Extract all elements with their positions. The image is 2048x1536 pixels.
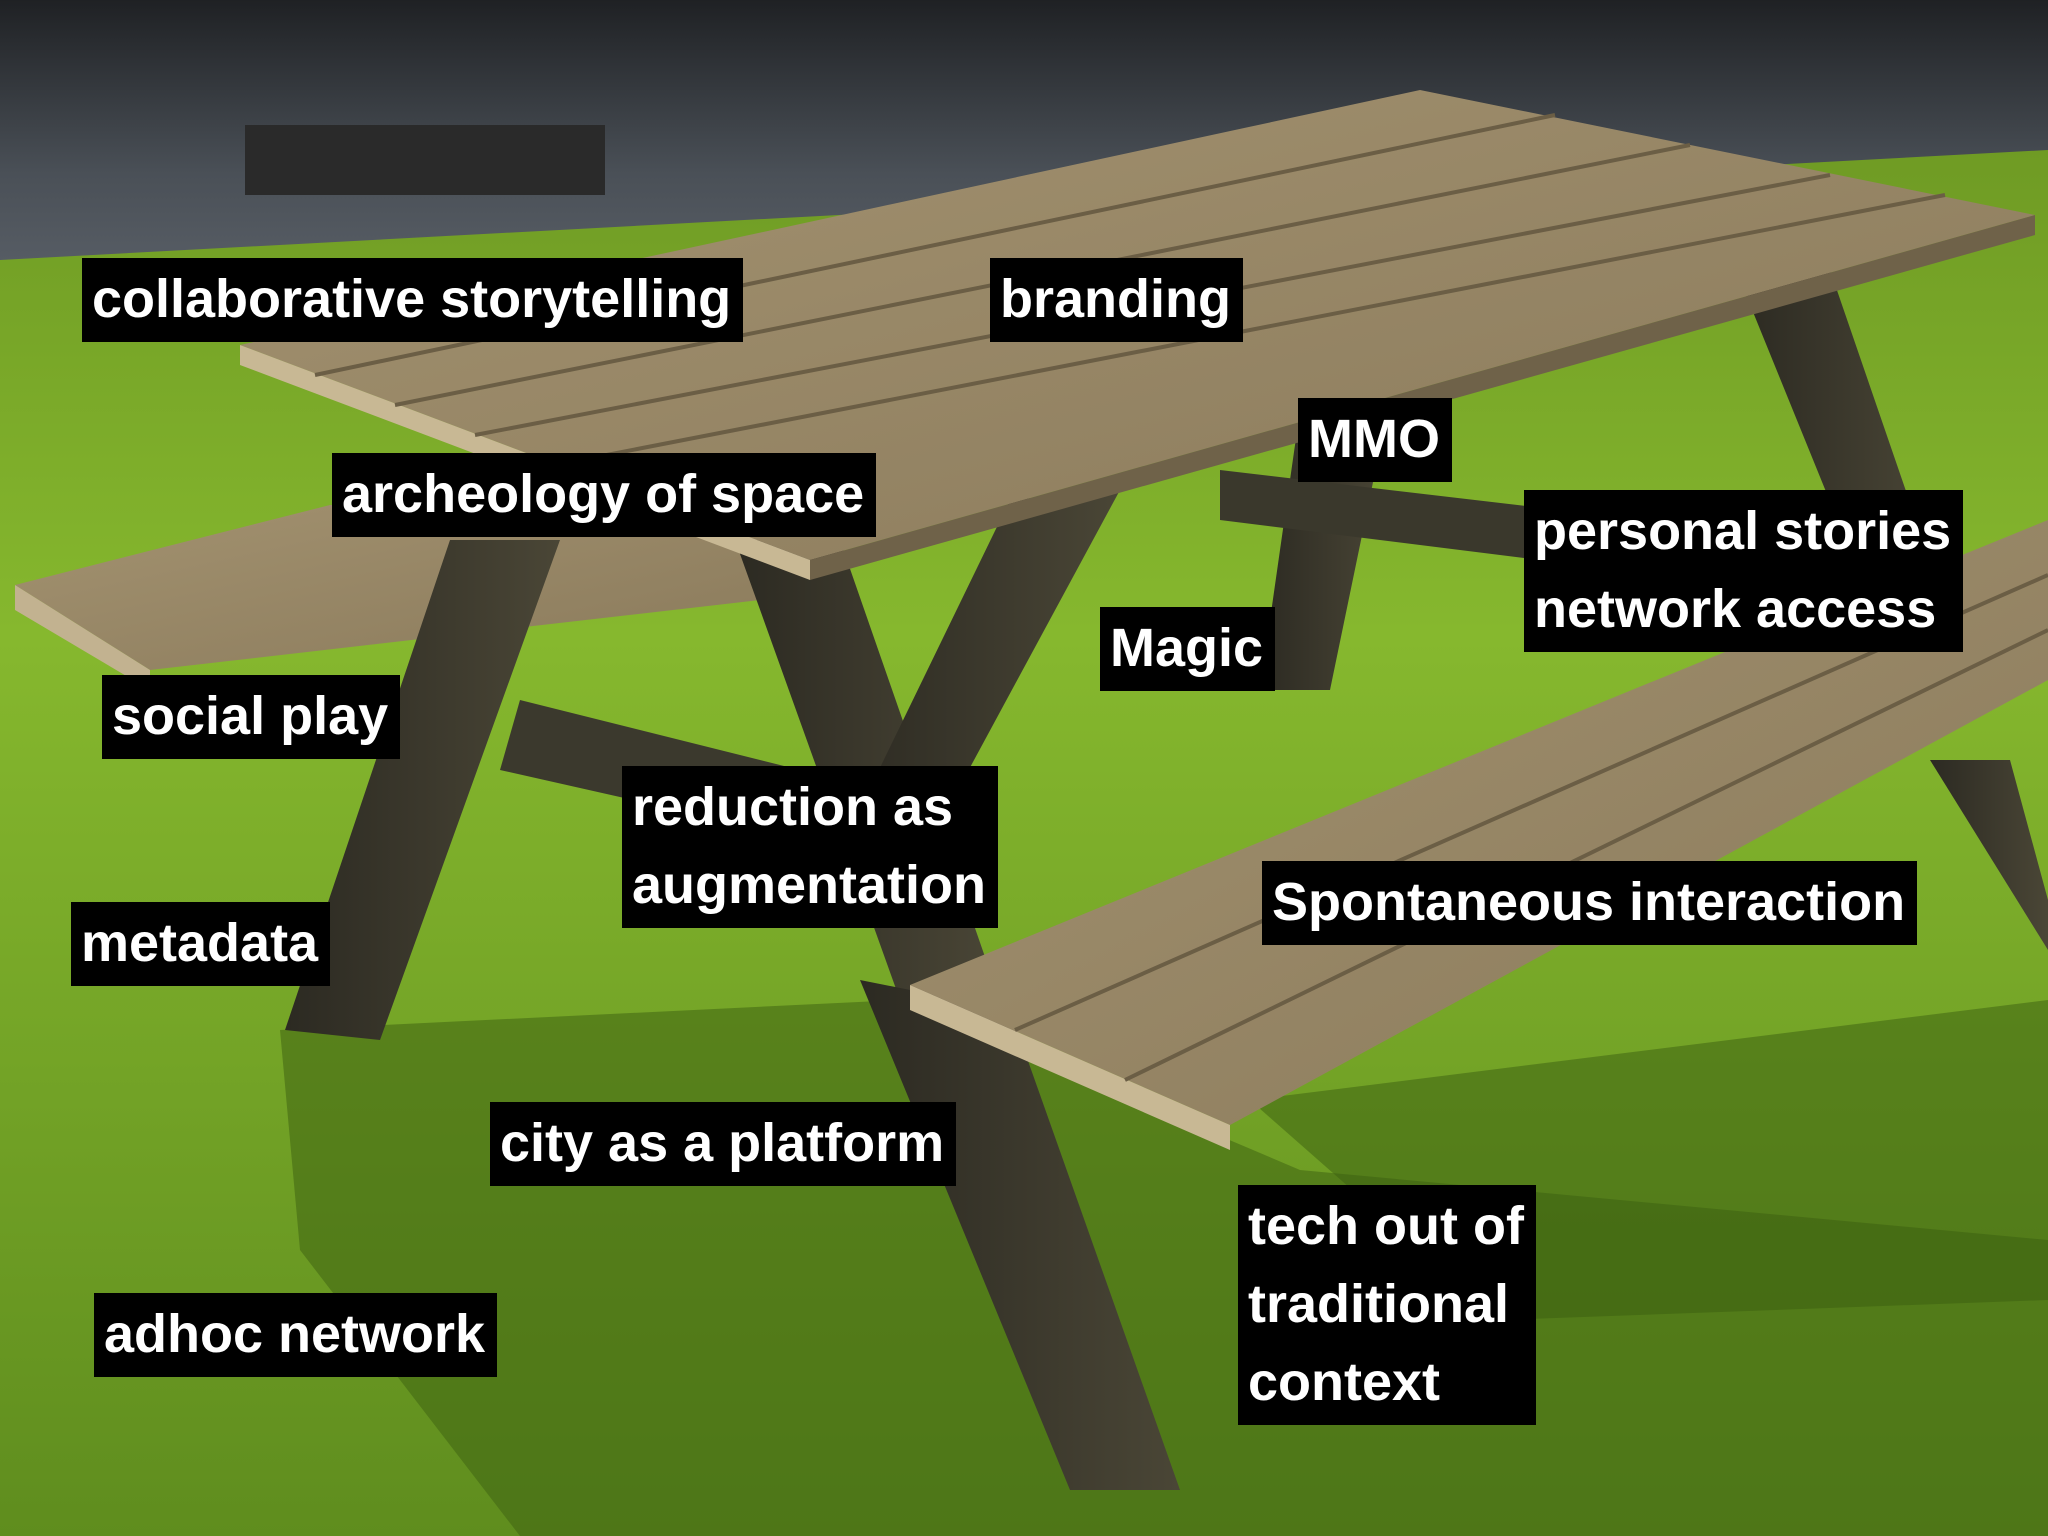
label-branding: branding — [990, 258, 1243, 342]
label-line: adhoc network — [104, 1304, 486, 1364]
table-top-front-edge — [810, 215, 2035, 580]
label-metadata: metadata — [71, 902, 331, 986]
label-spontaneous-interaction: Spontaneous interaction — [1262, 861, 1918, 945]
label-tech-out-of-traditional-context: tech out of traditional context — [1238, 1185, 1536, 1425]
bench-plank-line-2 — [1124, 628, 2048, 1082]
label-collaborative-storytelling: collaborative storytelling — [82, 258, 744, 342]
label-archeology-of-space: archeology of space — [332, 453, 877, 537]
label-line: city as a platform — [500, 1113, 945, 1173]
label-line: MMO — [1308, 409, 1440, 469]
label-line: social play — [112, 686, 389, 746]
far-right-leg — [1930, 760, 2048, 950]
label-line: metadata — [81, 913, 319, 973]
label-reduction-as-augmentation: reduction as augmentation — [622, 766, 999, 928]
far-crossbar — [1220, 470, 1560, 560]
label-line: tech out of — [1248, 1196, 1524, 1256]
label-adhoc-network: adhoc network — [94, 1293, 498, 1377]
label-line: Spontaneous interaction — [1272, 872, 1906, 932]
label-city-as-a-platform: city as a platform — [490, 1102, 957, 1186]
label-line: Magic — [1110, 618, 1264, 678]
label-line: collaborative storytelling — [92, 269, 732, 329]
left-bench-top — [15, 505, 760, 670]
label-line: context — [1248, 1352, 1441, 1412]
label-line: personal stories — [1534, 501, 1952, 561]
label-line: reduction as — [632, 777, 954, 837]
label-magic: Magic — [1100, 607, 1276, 691]
right-bench-edge — [910, 985, 1230, 1150]
label-line: traditional — [1248, 1274, 1510, 1334]
dark-window — [245, 125, 605, 195]
left-bench-edge — [15, 585, 150, 690]
label-line: network access — [1534, 579, 1937, 639]
label-line: branding — [1000, 269, 1231, 329]
label-line: augmentation — [632, 855, 987, 915]
label-social-play: social play — [102, 675, 401, 759]
label-personal-stories-network-access: personal stories network access — [1524, 490, 1964, 652]
label-line: archeology of space — [342, 464, 865, 524]
right-bench-top — [910, 520, 2048, 1125]
plank-line-4 — [554, 193, 1946, 467]
label-mmo: MMO — [1298, 398, 1452, 482]
left-leg — [285, 540, 560, 1040]
